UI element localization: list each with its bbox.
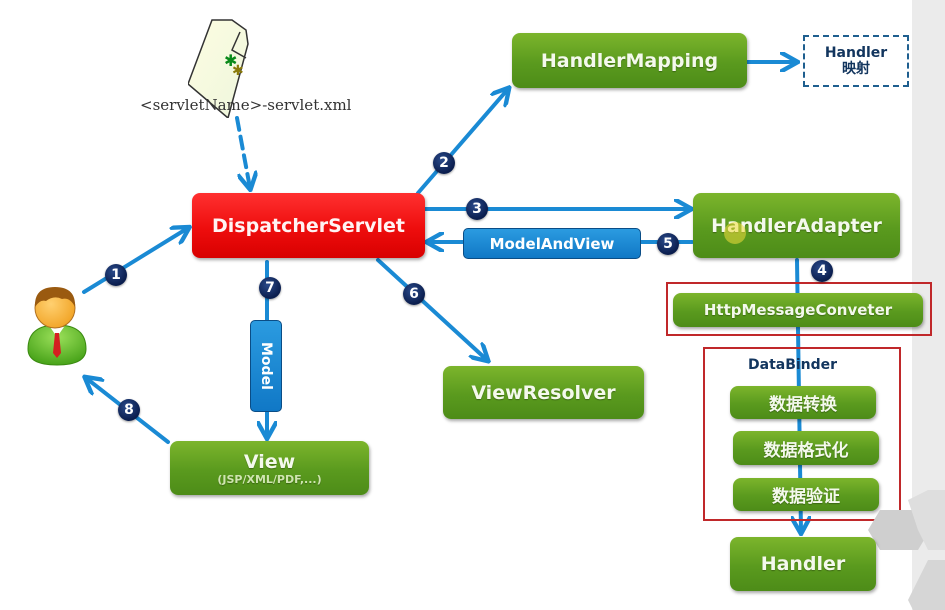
model-and-view-label: ModelAndView [489,234,615,253]
view-subtitle: (JSP/XML/PDF,...) [217,472,322,486]
http-message-converter-box[interactable]: HttpMessageConveter [673,293,923,327]
model-and-view-box: ModelAndView [463,228,641,259]
data-conversion-box[interactable]: 数据转换 [730,386,876,419]
data-validation-label: 数据验证 [772,487,840,507]
view-label: View [243,450,296,473]
handler-mapping-result-line1: Handler [824,45,888,61]
step-badge-5: 5 [657,233,679,255]
dispatcher-servlet-label: DispatcherServlet [212,214,405,237]
view-resolver-label: ViewResolver [471,381,616,404]
mouse-cursor-icon [724,222,746,244]
data-binder-title: DataBinder [748,357,838,373]
config-file-label: <servletName>-servlet.xml [140,96,352,114]
model-label: Model [258,342,274,390]
step-badge-1: 1 [105,264,127,286]
view-box[interactable]: View (JSP/XML/PDF,...) [170,441,369,495]
handler-mapping-result-box: Handler 映射 [803,35,909,87]
handler-adapter-box[interactable]: HandlerAdapter [693,193,900,258]
arrow-1-user-to-dispatcher [82,228,188,294]
handler-adapter-label: HandlerAdapter [711,214,882,237]
handler-label: Handler [760,553,846,575]
arrow-6-dispatcher-to-resolver [376,258,487,360]
handler-mapping-label: HandlerMapping [540,49,719,72]
view-resolver-box[interactable]: ViewResolver [443,366,644,419]
step-badge-6: 6 [403,283,425,305]
data-conversion-label: 数据转换 [769,395,837,415]
handler-mapping-result-line2: 映射 [842,61,870,77]
decorative-hexagons [868,490,945,610]
message-converter-frame [666,282,932,336]
handler-box[interactable]: Handler [730,537,876,591]
xml-document-icon: ✱ ✱ [187,18,268,120]
step-badge-3: 3 [466,198,488,220]
data-formatting-box[interactable]: 数据格式化 [733,431,879,465]
handler-mapping-box[interactable]: HandlerMapping [512,33,747,88]
arrow-2-dispatcher-to-mapping [416,89,508,195]
http-message-converter-label: HttpMessageConveter [703,301,893,319]
svg-text:✱: ✱ [232,63,244,79]
dispatcher-servlet-box[interactable]: DispatcherServlet [192,193,425,258]
config-dashed-arrow [235,116,250,188]
step-badge-2: 2 [433,152,455,174]
data-validation-box[interactable]: 数据验证 [733,478,879,511]
step-badge-8: 8 [118,399,140,421]
data-binder-frame [703,347,901,521]
user-avatar-icon[interactable] [24,283,90,367]
data-formatting-label: 数据格式化 [763,440,849,461]
model-box: Model [250,320,282,412]
step-badge-4: 4 [811,260,833,282]
svg-text:✱: ✱ [224,51,237,70]
step-badge-7: 7 [259,277,281,299]
